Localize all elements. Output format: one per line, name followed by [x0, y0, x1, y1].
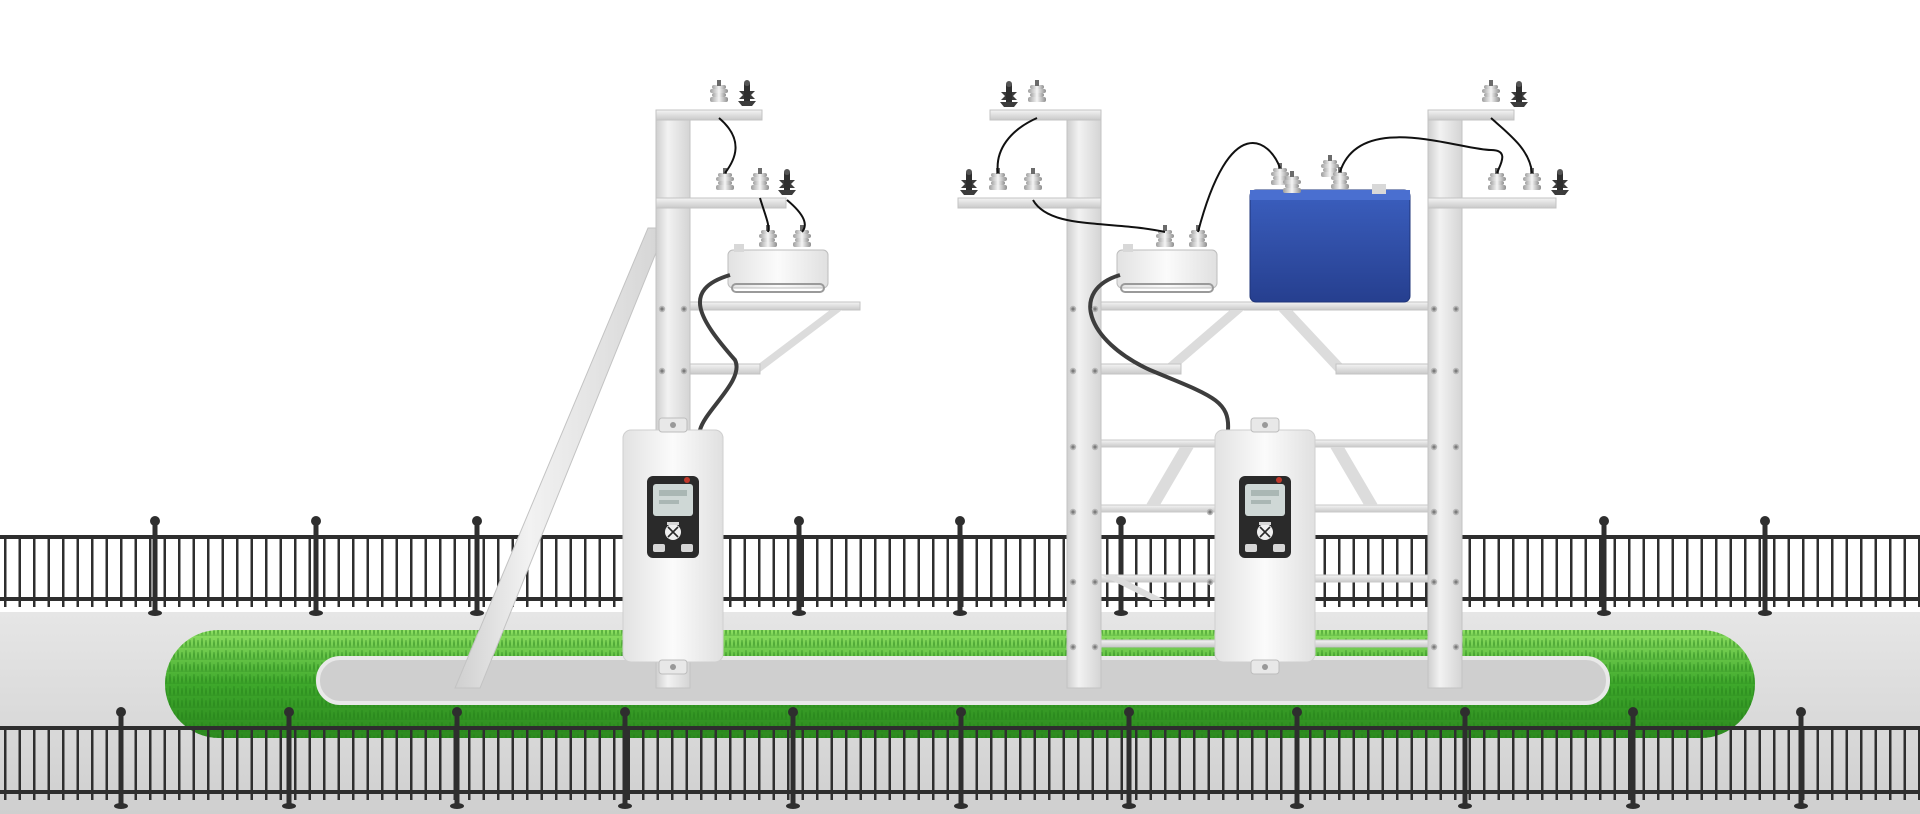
- fence-post: [622, 714, 628, 806]
- insulator-icon: [1482, 80, 1500, 102]
- fence-post: [152, 523, 158, 613]
- fence-icon: [0, 707, 1920, 809]
- transformer-icon: [1249, 155, 1411, 303]
- crossarm: [655, 109, 763, 121]
- fence-post: [454, 714, 460, 806]
- power-cable: [1088, 273, 1231, 431]
- insulator-icon: [1156, 225, 1174, 247]
- platform: [1100, 301, 1429, 311]
- ground: [0, 612, 1920, 814]
- fence-post: [1630, 714, 1636, 806]
- fence-post: [474, 523, 480, 613]
- crossarm: [655, 197, 787, 209]
- wire: [786, 199, 806, 233]
- insulator-icon: [710, 80, 728, 102]
- fence-post: [1294, 714, 1300, 806]
- insulator-icon: [778, 169, 796, 195]
- meter-icon: [1214, 417, 1316, 675]
- platform-brace: [748, 310, 842, 372]
- fence-post: [1462, 714, 1468, 806]
- insulator-icon: [1000, 81, 1018, 107]
- insulator-icon: [1551, 169, 1569, 195]
- fence-post: [790, 714, 796, 806]
- fence-post: [1762, 523, 1768, 613]
- inner-path: [316, 656, 1610, 705]
- fence-icon: [0, 516, 1920, 616]
- fence-post: [1798, 714, 1804, 806]
- fence-post: [313, 523, 319, 613]
- utility-pole: [1066, 109, 1102, 689]
- insulator-icon: [738, 80, 756, 106]
- insulator-icon: [751, 168, 769, 190]
- insulator-icon: [716, 168, 734, 190]
- switch-box: [1116, 243, 1218, 293]
- fence-post: [1601, 523, 1607, 613]
- fence-post: [1126, 714, 1132, 806]
- ladder-rung: [1100, 504, 1222, 513]
- fence-post: [957, 523, 963, 613]
- wire: [718, 117, 737, 174]
- insulator-icon: [1510, 81, 1528, 107]
- insulator-icon: [1028, 80, 1046, 102]
- insulator-icon: [1024, 168, 1042, 190]
- wire: [759, 197, 770, 233]
- right-pole-structure: [957, 80, 1569, 689]
- fence-post: [796, 523, 802, 613]
- fence-post: [118, 714, 124, 806]
- insulator-icon: [793, 225, 811, 247]
- meter-icon: [622, 417, 724, 675]
- power-cable: [697, 273, 739, 431]
- fence-post: [958, 714, 964, 806]
- switch-box: [727, 243, 829, 293]
- fence-post: [286, 714, 292, 806]
- platform: [689, 301, 861, 311]
- utility-pole: [1427, 109, 1463, 689]
- insulator-icon: [960, 169, 978, 195]
- fence-post: [1118, 523, 1124, 613]
